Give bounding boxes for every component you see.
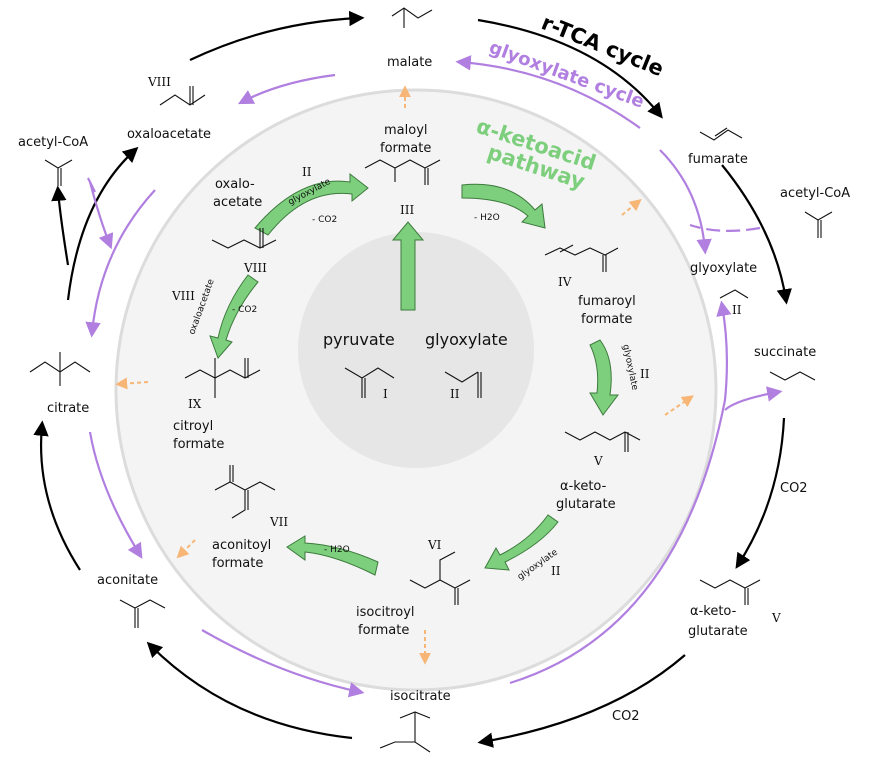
label-fumaroyl-1: fumaroyl [578, 294, 636, 309]
label-oxaloacetate: oxaloacetate [127, 127, 211, 142]
green-arrow-glyoxylate-top [254, 172, 369, 236]
roman-glyoxylate-right: II [732, 303, 742, 317]
green-arrow-h2o-bottom [286, 535, 379, 576]
label-glyoxylate-center: glyoxylate [425, 330, 508, 349]
structure-akg-outer [699, 579, 761, 605]
structure-acetylcoa-right [804, 211, 833, 238]
structure-isocitrate [379, 711, 431, 753]
rtca-arrows [33, 10, 792, 748]
green-arrow-up [391, 221, 425, 311]
label-citroyl-1: citroyl [173, 419, 213, 434]
green-arrow-glyoxylate-right [589, 339, 619, 416]
orange-export-arrows [115, 85, 694, 665]
label-aconitate: aconitate [97, 573, 158, 588]
label-citroyl-2: formate [173, 437, 224, 452]
arrow-label-h2o-bottom: - H2O [324, 545, 350, 555]
label-fumarate: fumarate [688, 152, 748, 167]
structure-maloyl [364, 159, 441, 185]
label-citrate: citrate [47, 401, 89, 416]
green-arrow-h2o-top [461, 183, 546, 229]
structure-succinate [769, 371, 816, 381]
arrow-label-co2-left: - CO2 [232, 305, 257, 315]
structure-fumaroyl [544, 244, 619, 272]
structure-pyruvate [344, 367, 395, 398]
roman-akg-outer: V [771, 611, 781, 625]
label-maloyl-2: formate [380, 141, 431, 156]
structure-malate [391, 7, 433, 28]
structure-oxalo-inner [211, 228, 277, 249]
label-akg-outer-2: glutarate [688, 624, 748, 639]
label-fumaroyl-2: formate [581, 312, 632, 327]
label-succinate: succinate [754, 345, 816, 360]
roman-fumaroyl: IV [558, 275, 572, 289]
arrow-roman-oxaloacetate: VIII [171, 289, 195, 303]
structure-fumarate [699, 127, 743, 141]
structure-aconitate [119, 599, 166, 628]
label-acetylcoa-left: acetyl-CoA [18, 135, 88, 150]
arrow-label-h2o-top: - H2O [474, 213, 500, 223]
structure-glyoxylate-center [444, 371, 482, 398]
structure-aconitoyl [214, 465, 276, 519]
label-co2-bottom: CO2 [612, 709, 640, 724]
structure-isocitroyl [409, 551, 471, 605]
label-glyoxylate-right: glyoxylate [690, 261, 757, 276]
label-akg-outer-1: α-keto- [690, 604, 737, 619]
structure-glyoxylate-right [719, 289, 749, 299]
label-akg-inner-2: glutarate [556, 497, 616, 512]
roman-aconitoyl: VII [269, 515, 288, 529]
green-arrow-oxaloacetate [209, 274, 259, 359]
green-arrow-glyoxylate-bottom [484, 514, 559, 571]
label-isocitrate: isocitrate [390, 689, 451, 704]
structure-oxaloacetate-outer [159, 86, 206, 106]
label-oxalo-2: acetate [213, 195, 262, 210]
roman-isocitroyl: VI [427, 538, 442, 552]
label-malate: malate [387, 55, 432, 70]
label-acetylcoa-right: acetyl-CoA [780, 186, 850, 201]
label-aconitoyl-1: aconitoyl [212, 538, 271, 553]
roman-oxalo: VIII [243, 261, 267, 275]
glyoxylate-dash-acetylcoa [689, 223, 761, 232]
label-oxalo-1: oxalo- [215, 177, 255, 192]
roman-oxaloacetate: VIII [147, 75, 171, 89]
arrow-roman-glyoxylate-right: II [640, 367, 650, 381]
label-akg-inner-1: α-keto- [560, 479, 607, 494]
structure-akg-inner [564, 431, 641, 452]
arrow-roman-glyoxylate-bottom: II [551, 564, 561, 578]
roman-glyoxylate-center: II [450, 387, 460, 401]
glyoxylate-arrows [85, 55, 783, 698]
label-aconitoyl-2: formate [212, 556, 263, 571]
label-co2-right: CO2 [780, 481, 808, 496]
arrow-label-co2-top: - CO2 [312, 215, 337, 225]
akp-arrows [209, 172, 619, 576]
structure-citrate [29, 352, 91, 386]
glyoxylate-dash-left [87, 177, 96, 193]
center-disk [298, 232, 534, 468]
arrow-roman-glyoxylate-top: II [302, 165, 312, 179]
label-maloyl-1: maloyl [384, 123, 428, 138]
roman-akg-inner: V [593, 454, 603, 468]
roman-maloyl: III [400, 203, 414, 217]
roman-pyruvate: I [383, 387, 388, 401]
roman-citroyl: IX [188, 397, 202, 411]
label-isocitroyl-2: formate [358, 623, 409, 638]
structure-citroyl [184, 358, 261, 398]
label-isocitroyl-1: isocitroyl [356, 605, 415, 620]
structure-acetylcoa-left [44, 159, 73, 186]
label-pyruvate: pyruvate [323, 330, 395, 349]
